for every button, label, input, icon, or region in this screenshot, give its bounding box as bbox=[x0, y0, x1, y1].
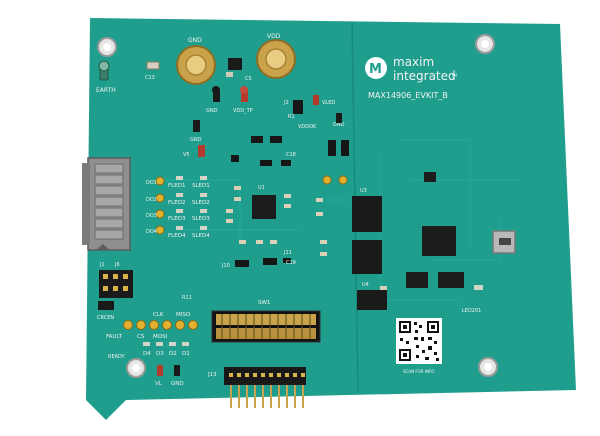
gnd-mid-label: GND bbox=[333, 122, 345, 128]
gnd-top-label: GND bbox=[188, 37, 202, 44]
v5-gnd-testpoint bbox=[193, 120, 200, 132]
do4-label: DO4 bbox=[146, 229, 157, 235]
spi-testpoints bbox=[123, 320, 198, 330]
vdd-top-label: VDD bbox=[267, 33, 281, 40]
do1-label: DO1 bbox=[146, 180, 157, 186]
sw1-pins bbox=[221, 314, 311, 339]
mosi-label: MOSI bbox=[153, 334, 168, 340]
small-ic-2 bbox=[406, 272, 428, 288]
d4-label: D4 bbox=[143, 351, 151, 357]
maxim-logo-glyph: M bbox=[369, 62, 382, 77]
u3-label: U3 bbox=[360, 188, 367, 194]
led201-label: LED201 bbox=[462, 308, 481, 314]
vddok-testpoint bbox=[322, 175, 332, 185]
svg-text:SLED2: SLED2 bbox=[192, 200, 210, 206]
j10-jumper bbox=[235, 260, 249, 267]
vl-gnd-testpoint bbox=[174, 365, 180, 376]
brand-line2: integrated bbox=[393, 69, 456, 83]
terminal-block bbox=[82, 157, 131, 251]
svg-text:FLED3: FLED3 bbox=[168, 216, 186, 222]
jumpers-mid bbox=[231, 136, 349, 166]
sw1-label: SW1 bbox=[258, 300, 270, 306]
vled-label: VLED bbox=[322, 100, 335, 106]
c13-label: C13 bbox=[145, 75, 155, 81]
power-terminals bbox=[176, 39, 296, 85]
d-leds bbox=[143, 342, 189, 346]
j11-label: J11 bbox=[283, 250, 292, 256]
j1-label: J1 bbox=[99, 262, 105, 268]
r1-label: R1 bbox=[288, 114, 295, 120]
part-number: MAX14906_EVKIT_B bbox=[368, 91, 448, 100]
j2-jumper bbox=[293, 100, 303, 114]
led201 bbox=[474, 285, 483, 290]
ready-label: READY bbox=[108, 354, 126, 360]
svg-text:FLED1: FLED1 bbox=[168, 183, 185, 189]
vl-testpoint bbox=[157, 365, 163, 376]
brand-tm: TM bbox=[450, 73, 457, 78]
vled-testpoint bbox=[313, 95, 319, 105]
gnd-vl-label: GND bbox=[171, 381, 184, 387]
j13-header bbox=[224, 367, 306, 408]
do3-label: DO3 bbox=[146, 213, 157, 219]
vdd-tp-label: VDD_TP bbox=[233, 108, 253, 114]
j1-j6-header bbox=[99, 270, 133, 298]
svg-text:SLED3: SLED3 bbox=[192, 216, 210, 222]
do2-label: DO2 bbox=[146, 197, 157, 203]
cs-label: CS bbox=[137, 334, 145, 340]
c13-capacitor bbox=[146, 61, 160, 70]
j10-label: J10 bbox=[221, 263, 230, 269]
v5-label: V5 bbox=[183, 152, 190, 158]
pcb-board bbox=[86, 18, 576, 420]
svg-text:SLED1: SLED1 bbox=[192, 183, 210, 189]
j13-label: J13 bbox=[207, 372, 217, 378]
sw1-dip-switch bbox=[211, 310, 321, 343]
diode-d1 bbox=[228, 58, 242, 70]
brand-line1: maxim bbox=[393, 55, 434, 69]
v5-testpoint bbox=[198, 145, 205, 157]
small-ic-1 bbox=[424, 172, 436, 182]
svg-text:FLED2: FLED2 bbox=[168, 200, 185, 206]
led-rows bbox=[176, 176, 207, 230]
svg-text:FLED4: FLED4 bbox=[168, 233, 186, 239]
c18-label: C18 bbox=[286, 152, 296, 158]
qr-code bbox=[396, 318, 442, 364]
test-points-top bbox=[212, 86, 248, 102]
mounting-holes bbox=[97, 34, 498, 378]
maxim-logo: M bbox=[365, 57, 387, 79]
miso-label: MISO bbox=[176, 312, 191, 318]
d1-label: D1 bbox=[182, 351, 190, 357]
u3-chip bbox=[352, 196, 382, 232]
vddok-label: VDDOK bbox=[298, 124, 317, 130]
svg-text:SLED4: SLED4 bbox=[192, 233, 210, 239]
c5-label: C5 bbox=[245, 76, 252, 82]
d3-label: D3 bbox=[156, 351, 164, 357]
u4-chip bbox=[352, 240, 387, 310]
small-ic-3 bbox=[438, 272, 464, 288]
earth-label: EARTH bbox=[96, 87, 116, 94]
d2-label: D2 bbox=[169, 351, 177, 357]
j11-jumper bbox=[263, 258, 277, 265]
smd-passives bbox=[226, 186, 387, 290]
crcen-label: CRCEN bbox=[97, 315, 114, 321]
u1-label: U1 bbox=[258, 185, 265, 191]
scan-label: SCAN FOR INFO bbox=[403, 369, 434, 374]
r11-label: R11 bbox=[182, 295, 192, 301]
gnd-v5-label: GND bbox=[190, 137, 202, 143]
u4-label: U4 bbox=[362, 282, 369, 288]
c19-label: C19 bbox=[286, 260, 296, 266]
led-labels: FLED1 SLED1 FLED2 SLED2 FLED3 SLED3 FLED… bbox=[168, 183, 210, 239]
j6-label: J6 bbox=[114, 262, 120, 268]
mcu-chip bbox=[422, 226, 456, 256]
j2-label: J2 bbox=[283, 100, 289, 106]
do-testpoints bbox=[155, 176, 165, 235]
u1-chip bbox=[252, 195, 276, 219]
fault-label: FAULT bbox=[106, 334, 123, 340]
vl-label: VL bbox=[155, 381, 163, 387]
clk-label: CLK bbox=[153, 312, 164, 318]
gnd-tp-label: GND bbox=[206, 108, 218, 114]
